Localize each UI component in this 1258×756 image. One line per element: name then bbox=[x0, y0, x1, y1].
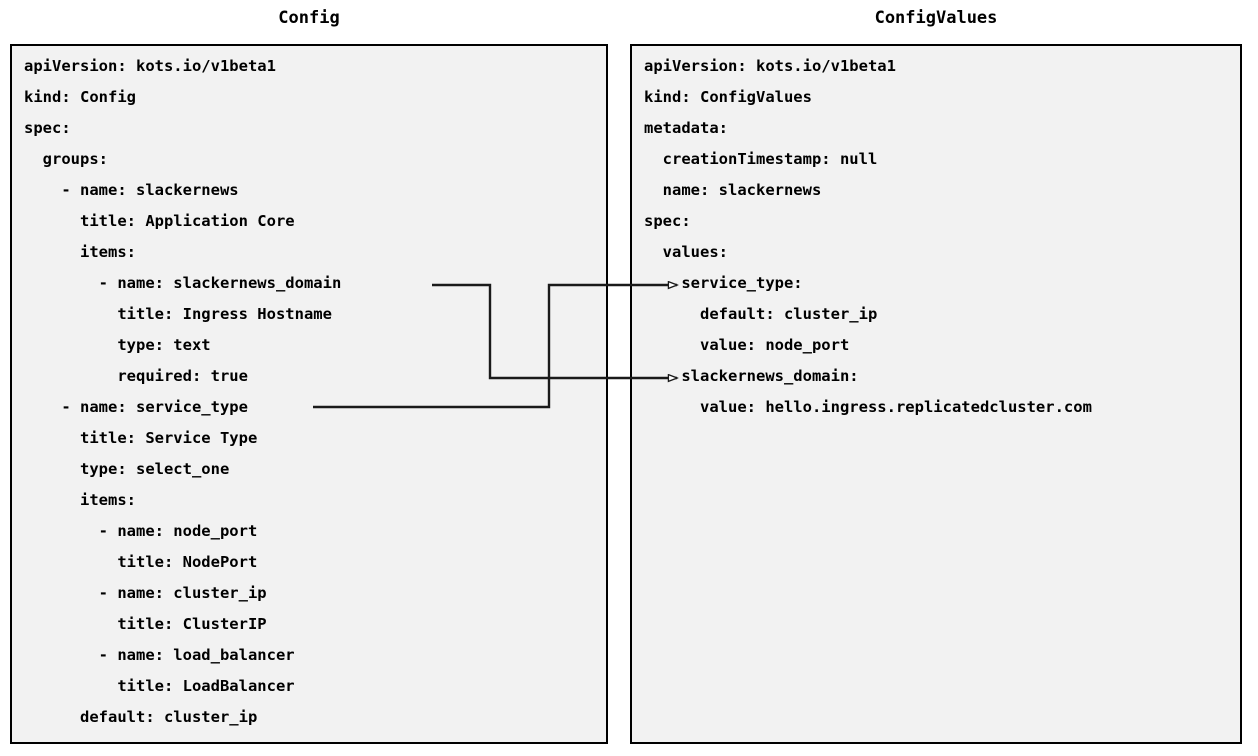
config-panel-title: Config bbox=[278, 8, 340, 28]
config-values-yaml-panel: apiVersion: kots.io/v1beta1 kind: Config… bbox=[630, 44, 1242, 744]
config-yaml-panel: apiVersion: kots.io/v1beta1 kind: Config… bbox=[10, 44, 608, 744]
config-values-panel-title: ConfigValues bbox=[874, 8, 998, 28]
config-yaml-text: apiVersion: kots.io/v1beta1 kind: Config… bbox=[24, 57, 342, 726]
config-values-yaml-text: apiVersion: kots.io/v1beta1 kind: Config… bbox=[644, 57, 1092, 416]
